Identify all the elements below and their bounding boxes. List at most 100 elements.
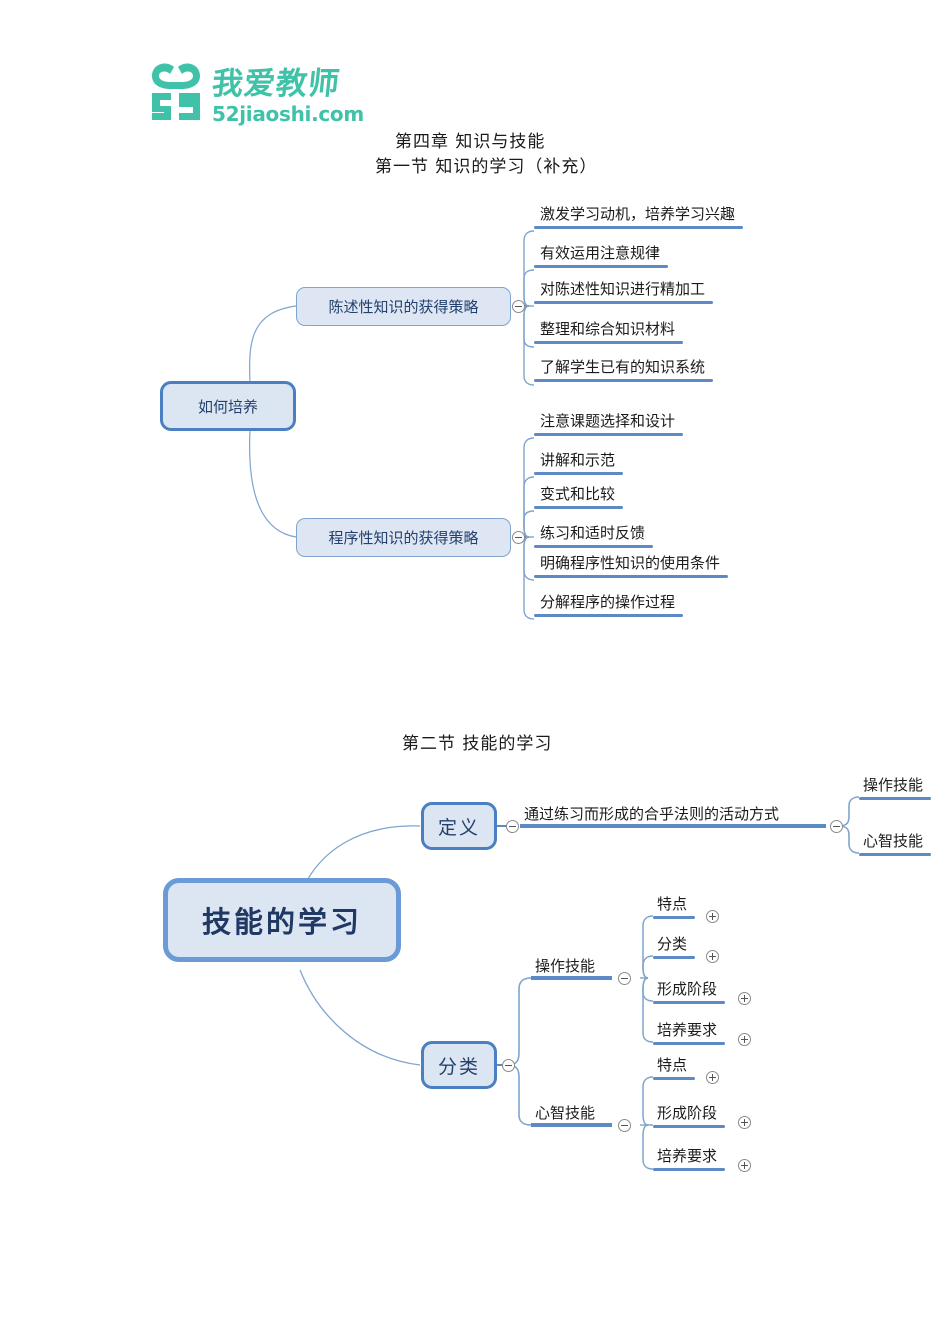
logo-wordmark: 我爱教师 52jiaoshi.com	[210, 66, 364, 126]
site-logo: 我爱教师 52jiaoshi.com	[148, 62, 364, 124]
kind-label: 操作技能	[863, 776, 924, 794]
map2-item[interactable]: 培养要求	[653, 1145, 725, 1171]
leaf-label: 整理和综合知识材料	[540, 320, 676, 338]
leaf-label: 讲解和示范	[540, 451, 616, 469]
item-label: 形成阶段	[657, 980, 718, 998]
map1-branch-declarative-label: 陈述性知识的获得策略	[328, 298, 479, 316]
expand-marker-item[interactable]	[706, 910, 719, 923]
item-label: 培养要求	[657, 1021, 718, 1039]
logo-52-mark	[152, 63, 200, 120]
map1-leaf[interactable]: 有效运用注意规律	[534, 242, 668, 268]
leaf-underline	[534, 433, 683, 436]
map1-branch-procedural-label: 程序性知识的获得策略	[328, 529, 479, 547]
map2-root-label: 技能的学习	[201, 905, 362, 939]
item-underline	[653, 916, 695, 919]
map2-item[interactable]: 特点	[653, 893, 695, 919]
leaf-underline	[534, 379, 713, 382]
collapse-marker-motor-skill[interactable]	[618, 972, 631, 985]
group-label: 操作技能	[535, 957, 596, 975]
item-underline	[653, 1168, 725, 1171]
mindmap1-connectors	[249, 230, 535, 620]
leaf-label: 变式和比较	[540, 485, 616, 503]
leaf-label: 明确程序性知识的使用条件	[540, 554, 721, 572]
leaf-underline	[534, 614, 683, 617]
item-label: 分类	[657, 935, 688, 953]
map1-leaf[interactable]: 分解程序的操作过程	[534, 591, 683, 617]
map2-definition-detail[interactable]: 通过练习而形成的合乎法则的活动方式	[520, 803, 781, 826]
map2-item[interactable]: 形成阶段	[653, 978, 725, 1004]
item-label: 特点	[657, 1056, 688, 1074]
map1-branch-declarative[interactable]: 陈述性知识的获得策略	[296, 287, 511, 326]
leaf-label: 对陈述性知识进行精加工	[540, 280, 706, 298]
map1-leaf[interactable]: 讲解和示范	[534, 449, 623, 475]
collapse-marker-mental-skill[interactable]	[618, 1119, 631, 1132]
leaf-underline	[534, 226, 743, 229]
kind-underline	[859, 797, 931, 800]
expand-marker-item[interactable]	[706, 950, 719, 963]
map2-definition-kind[interactable]: 心智技能	[859, 830, 931, 856]
map2-node-classification[interactable]: 分类	[421, 1041, 497, 1089]
map1-leaf[interactable]: 对陈述性知识进行精加工	[534, 278, 713, 304]
map2-root-node[interactable]: 技能的学习	[163, 878, 401, 962]
expand-marker-item[interactable]	[738, 1116, 751, 1129]
collapse-marker-procedural[interactable]	[512, 531, 525, 544]
kind-underline	[859, 853, 931, 856]
expand-marker-item[interactable]	[738, 1159, 751, 1172]
map2-node-definition[interactable]: 定义	[421, 802, 497, 850]
chapter-heading: 第四章 知识与技能	[395, 132, 546, 152]
map1-leaf[interactable]: 激发学习动机，培养学习兴趣	[534, 203, 743, 229]
map1-leaf[interactable]: 整理和综合知识材料	[534, 318, 683, 344]
leaf-underline	[534, 265, 668, 268]
kind-label: 心智技能	[863, 832, 924, 850]
collapse-marker-classification[interactable]	[502, 1059, 515, 1072]
leaf-label: 激发学习动机，培养学习兴趣	[540, 205, 736, 223]
collapse-marker-definition[interactable]	[506, 820, 519, 833]
leaf-underline	[534, 506, 623, 509]
collapse-marker-declarative[interactable]	[512, 300, 525, 313]
section2-heading: 第二节 技能的学习	[402, 734, 553, 754]
expand-marker-item[interactable]	[738, 1033, 751, 1046]
leaf-underline	[534, 472, 623, 475]
map2-classification-label: 分类	[437, 1055, 480, 1078]
item-underline	[653, 1077, 695, 1080]
map2-item[interactable]: 特点	[653, 1054, 695, 1080]
mindmap-knowledge-learning: 如何培养 陈述性知识的获得策略 激发学习动机，培养学习兴趣 有效运用注意规律 对…	[160, 203, 743, 620]
leaf-label: 注意课题选择和设计	[540, 412, 676, 430]
leaf-underline	[534, 341, 683, 344]
map2-item[interactable]: 分类	[653, 933, 695, 959]
item-underline	[653, 1001, 725, 1004]
map2-item[interactable]: 形成阶段	[653, 1102, 725, 1128]
map2-definition-kind[interactable]: 操作技能	[859, 774, 931, 800]
map2-group-motor-skill[interactable]: 操作技能	[531, 955, 597, 978]
item-underline	[653, 1042, 725, 1045]
leaf-label: 有效运用注意规律	[540, 244, 661, 262]
item-underline	[653, 956, 695, 959]
map1-leaf[interactable]: 变式和比较	[534, 483, 623, 509]
leaf-underline	[534, 301, 713, 304]
map1-leaf[interactable]: 练习和适时反馈	[534, 522, 653, 548]
item-underline	[653, 1125, 725, 1128]
leaf-label: 练习和适时反馈	[540, 524, 646, 542]
logo-brand-url: 52jiaoshi.com	[212, 102, 364, 126]
map1-root-node[interactable]: 如何培养	[160, 381, 296, 431]
group-label: 心智技能	[535, 1104, 596, 1122]
item-label: 培养要求	[657, 1147, 718, 1165]
item-label: 形成阶段	[657, 1104, 718, 1122]
map1-leaf[interactable]: 明确程序性知识的使用条件	[534, 552, 728, 578]
map1-leaf[interactable]: 注意课题选择和设计	[534, 410, 683, 436]
definition-detail-label: 通过练习而形成的合乎法则的活动方式	[524, 805, 780, 823]
map1-branch-procedural[interactable]: 程序性知识的获得策略	[296, 518, 511, 557]
map1-leaf[interactable]: 了解学生已有的知识系统	[534, 356, 713, 382]
expand-marker-item[interactable]	[738, 992, 751, 1005]
expand-marker-item[interactable]	[706, 1071, 719, 1084]
map2-item[interactable]: 培养要求	[653, 1019, 725, 1045]
leaf-underline	[534, 545, 653, 548]
map2-definition-label: 定义	[437, 816, 480, 839]
leaf-label: 了解学生已有的知识系统	[540, 358, 706, 376]
mindmap-skill-learning: 技能的学习 定义 通过练习而形成的合乎法则的活动方式 操作技能 心智技能 分类 …	[0, 760, 950, 1220]
collapse-marker-definition-detail[interactable]	[830, 820, 843, 833]
leaf-label: 分解程序的操作过程	[540, 593, 676, 611]
section1-heading: 第一节 知识的学习（补充）	[375, 157, 598, 177]
map2-group-mental-skill[interactable]: 心智技能	[531, 1102, 597, 1125]
